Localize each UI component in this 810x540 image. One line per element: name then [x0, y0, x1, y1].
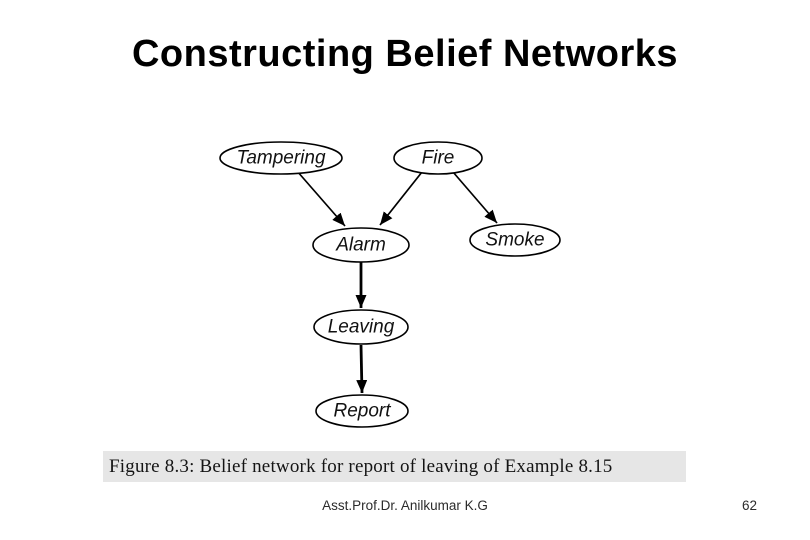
node-tampering: Tampering	[219, 141, 343, 175]
edge-fire-to-smoke	[452, 171, 498, 224]
node-label-alarm: Alarm	[335, 235, 386, 256]
node-ellipse-leaving	[313, 309, 409, 345]
node-report: Report	[315, 394, 409, 428]
node-fire: Fire	[393, 141, 483, 175]
node-label-leaving: Leaving	[328, 317, 395, 338]
node-ellipse-alarm	[312, 227, 410, 263]
node-label-fire: Fire	[422, 148, 455, 169]
node-label-tampering: Tampering	[236, 148, 326, 169]
edge-fire-to-alarm	[379, 171, 423, 226]
footer-author: Asst.Prof.Dr. Anilkumar K.G	[322, 498, 488, 513]
edge-leaving-to-report	[356, 344, 368, 394]
node-label-report: Report	[333, 401, 391, 422]
node-alarm: Alarm	[312, 227, 410, 263]
node-ellipse-tampering	[219, 141, 343, 175]
page-number: 62	[741, 498, 757, 513]
node-smoke: Smoke	[469, 223, 561, 257]
node-leaving: Leaving	[313, 309, 409, 345]
node-label-smoke: Smoke	[485, 230, 544, 251]
edge-tampering-to-alarm	[296, 170, 346, 227]
node-ellipse-fire	[393, 141, 483, 175]
slide-title: Constructing Belief Networks	[131, 33, 679, 75]
node-ellipse-smoke	[469, 223, 561, 257]
figure-caption: Figure 8.3: Belief network for report of…	[103, 451, 686, 482]
node-ellipse-report	[315, 394, 409, 428]
